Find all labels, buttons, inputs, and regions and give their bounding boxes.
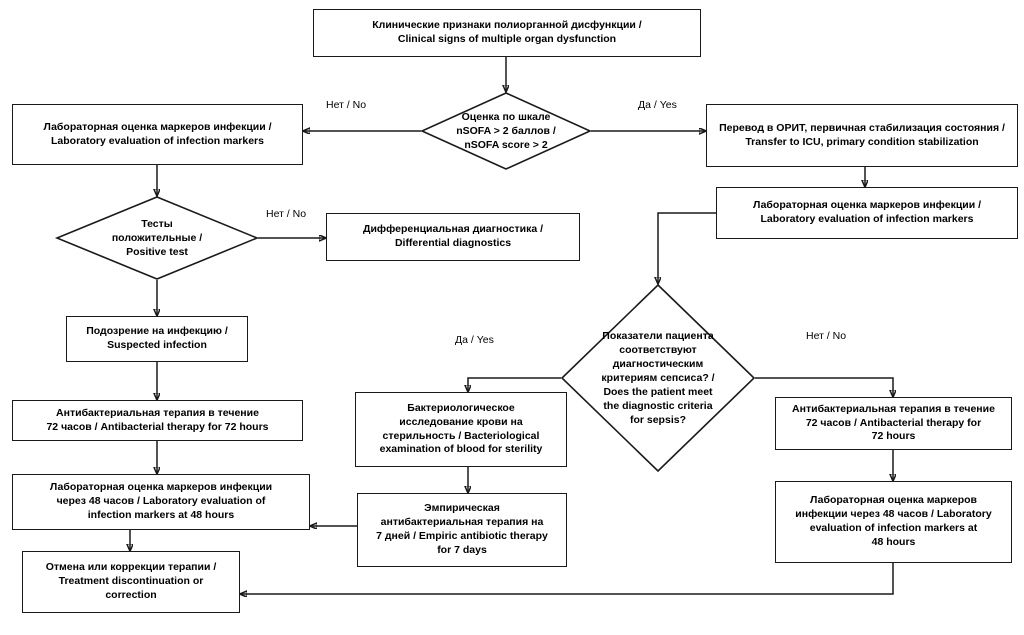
node-antibacterial-right-label: Антибактериальная терапия в течение 72 ч… — [792, 402, 995, 443]
node-clinical-signs-label: Клинические признаки полиорганной дисфун… — [372, 19, 642, 45]
decision-sepsis-criteria-label: Показатели пациента соответствуют диагно… — [601, 329, 715, 427]
edge-label-sepsis-no: Нет / No — [806, 330, 847, 342]
edge-label-nsofa-no: Нет / No — [326, 99, 367, 111]
node-empiric-therapy[interactable]: Эмпирическая антибактериальная терапия н… — [357, 493, 567, 567]
node-antibacterial-right[interactable]: Антибактериальная терапия в течение 72 ч… — [775, 397, 1012, 450]
node-lab-48-left-label: Лабораторная оценка маркеров инфекции че… — [49, 481, 273, 521]
decision-nsofa[interactable]: Оценка по шкале nSOFA > 2 баллов / nSOFA… — [420, 92, 592, 170]
node-treatment-discontinuation[interactable]: Отмена или коррекции терапии / Treatment… — [22, 551, 240, 613]
decision-sepsis-criteria[interactable]: Показатели пациента соответствуют диагно… — [560, 283, 756, 473]
decision-nsofa-label: Оценка по шкале nSOFA > 2 баллов / nSOFA… — [456, 110, 556, 152]
edge-label-nsofa-yes: Да / Yes — [638, 99, 677, 111]
node-bacteriological-examination[interactable]: Бактериологическое исследование крови на… — [355, 392, 567, 467]
node-transfer-icu-label: Перевод в ОРИТ, первичная стабилизация с… — [719, 121, 1005, 148]
edge-label-sepsis-yes: Да / Yes — [455, 334, 494, 346]
node-lab-eval-left-label: Лабораторная оценка маркеров инфекции / … — [43, 120, 272, 147]
node-bacteriological-examination-label: Бактериологическое исследование крови на… — [379, 401, 543, 456]
node-antibacterial-left[interactable]: Антибактериальная терапия в течение 72 ч… — [12, 400, 303, 441]
node-lab-48-left[interactable]: Лабораторная оценка маркеров инфекции че… — [12, 474, 310, 530]
node-lab-48-right-label: Лабораторная оценка маркеров инфекции че… — [795, 494, 992, 548]
node-lab-eval-right-label: Лабораторная оценка маркеров инфекции / … — [752, 199, 982, 225]
node-differential-diagnostics-label: Дифференциальная диагностика / Different… — [362, 223, 544, 249]
node-lab-48-right[interactable]: Лабораторная оценка маркеров инфекции че… — [775, 481, 1012, 563]
node-empiric-therapy-label: Эмпирическая антибактериальная терапия н… — [376, 502, 548, 556]
decision-positive-test-label: Тесты положительные / Positive test — [111, 217, 203, 259]
node-antibacterial-left-label: Антибактериальная терапия в течение 72 ч… — [46, 406, 269, 433]
node-lab-eval-left[interactable]: Лабораторная оценка маркеров инфекции / … — [12, 104, 303, 165]
node-clinical-signs[interactable]: Клинические признаки полиорганной дисфун… — [313, 9, 701, 57]
edge-label-positive-test-no: Нет / No — [266, 208, 307, 220]
decision-positive-test[interactable]: Тесты положительные / Positive test — [54, 196, 260, 280]
node-lab-eval-right[interactable]: Лабораторная оценка маркеров инфекции / … — [716, 187, 1018, 239]
node-differential-diagnostics[interactable]: Дифференциальная диагностика / Different… — [326, 213, 580, 261]
node-treatment-discontinuation-label: Отмена или коррекции терапии / Treatment… — [45, 561, 217, 601]
node-suspected-infection[interactable]: Подозрение на инфекцию / Suspected infec… — [66, 316, 248, 362]
node-suspected-infection-label: Подозрение на инфекцию / Suspected infec… — [86, 325, 228, 351]
node-transfer-icu[interactable]: Перевод в ОРИТ, первичная стабилизация с… — [706, 104, 1018, 167]
